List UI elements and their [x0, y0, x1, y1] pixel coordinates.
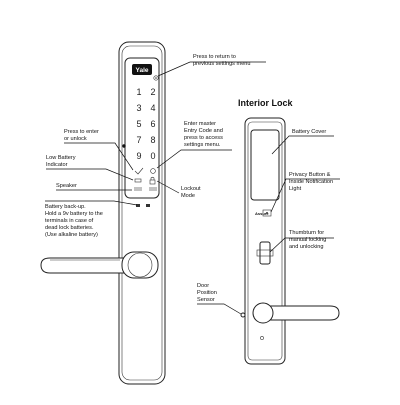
- leader-enter-master: [156, 149, 232, 169]
- thumbturn-base: [256, 249, 274, 257]
- key-2[interactable]: 2: [150, 87, 155, 97]
- callout-thumbturn-3: and unlocking: [289, 244, 324, 250]
- callout-battery-backup-5: (Use alkaline battery): [45, 232, 98, 238]
- enter-key-dot-icon: [122, 144, 126, 148]
- notification-light-icon: [266, 212, 268, 214]
- leader-battery-backup: [45, 200, 138, 206]
- callout-battery-backup-4: dead lock batteries.: [45, 225, 94, 231]
- exterior-callouts: Press to return to previous settings men…: [45, 54, 266, 238]
- key-1[interactable]: 1: [136, 87, 141, 97]
- yale-logo: [132, 64, 152, 75]
- key-4[interactable]: 4: [150, 103, 155, 113]
- callout-privacy-3: Light: [289, 186, 302, 192]
- leader-door-sensor: [197, 303, 242, 315]
- handle-rose: [121, 251, 159, 279]
- callout-battery-backup-1: Battery back-up.: [45, 204, 86, 210]
- exterior-escutcheon-inner: [121, 45, 163, 381]
- interior-title: Interior Lock: [238, 98, 294, 108]
- callout-press-return-2: previous settings menu: [193, 61, 251, 67]
- callout-thumbturn-2: manual locking: [289, 237, 326, 243]
- handle-hub: [127, 252, 153, 278]
- callout-lockout-2: Mode: [181, 193, 195, 199]
- key-7[interactable]: 7: [136, 135, 141, 145]
- callout-door-sensor-2: Position: [197, 290, 217, 296]
- callout-battery-backup-3: terminals in case of: [45, 218, 94, 224]
- callout-privacy-1: Privacy Button &: [289, 172, 331, 178]
- interior-handle[interactable]: [255, 305, 340, 321]
- leader-press-return: [157, 61, 266, 77]
- callout-thumbturn-1: Thumbturn for: [289, 230, 324, 236]
- callout-enter-master-4: settings menu.: [184, 142, 221, 148]
- leader-low-battery: [46, 168, 134, 181]
- key-0[interactable]: 0: [150, 151, 155, 161]
- leader-press-enter: [64, 142, 134, 171]
- screw-icon: [260, 336, 264, 340]
- callout-speaker: Speaker: [56, 183, 77, 189]
- settings-gear-icon[interactable]: [153, 75, 159, 81]
- key-9[interactable]: 9: [136, 151, 141, 161]
- key-3[interactable]: 3: [136, 103, 141, 113]
- key-6[interactable]: 6: [150, 119, 155, 129]
- callout-enter-master-2: Entry Code and: [184, 128, 223, 134]
- leader-thumbturn: [269, 237, 334, 253]
- callout-press-enter-2: or unlock: [64, 136, 87, 142]
- leader-privacy: [270, 178, 340, 213]
- privacy-button[interactable]: [262, 209, 272, 217]
- door-sensor-icon: [240, 312, 246, 318]
- exterior-lock: Yale 1 2 3 4 5 6 7 8 9 0: [40, 41, 166, 385]
- thumbturn[interactable]: [259, 241, 271, 265]
- privacy-label: Assure: [255, 211, 269, 216]
- callout-battery-cover: Battery Cover: [292, 129, 326, 135]
- keypad-panel: [124, 57, 160, 199]
- key-5[interactable]: 5: [136, 119, 141, 129]
- interior-lock: Interior Lock Assure: [238, 98, 340, 365]
- callout-door-sensor-1: Door: [197, 283, 209, 289]
- callout-enter-master-1: Enter master: [184, 121, 216, 127]
- callout-door-sensor-3: Sensor: [197, 297, 215, 303]
- battery-terminals-icon: [136, 204, 150, 207]
- low-battery-icon: [134, 178, 142, 183]
- enter-circle-icon[interactable]: [150, 168, 156, 174]
- yale-logo-text: Yale: [135, 67, 148, 74]
- callout-privacy-2: Inside Notification: [289, 179, 333, 185]
- lock-icon: [149, 176, 156, 185]
- interior-handle-hub: [252, 302, 274, 324]
- leader-lockout: [156, 180, 180, 194]
- callout-low-battery-2: Indicator: [46, 162, 68, 168]
- speaker-grille-icon: [134, 187, 157, 191]
- callout-press-return-1: Press to return to: [193, 54, 236, 60]
- callout-enter-master-3: press to access: [184, 135, 223, 141]
- callout-battery-backup-2: Hold a 9v battery to the: [45, 211, 103, 217]
- battery-cover[interactable]: [250, 129, 280, 201]
- callout-press-enter-1: Press to enter: [64, 129, 99, 135]
- callout-lockout-1: Lockout: [181, 186, 201, 192]
- check-key-icon[interactable]: [134, 167, 144, 175]
- interior-callouts: Battery Cover Privacy Button & Inside No…: [197, 129, 340, 315]
- key-8[interactable]: 8: [150, 135, 155, 145]
- leader-battery-cover: [271, 135, 334, 155]
- callout-low-battery-1: Low Battery: [46, 155, 76, 161]
- exterior-handle[interactable]: [40, 257, 126, 274]
